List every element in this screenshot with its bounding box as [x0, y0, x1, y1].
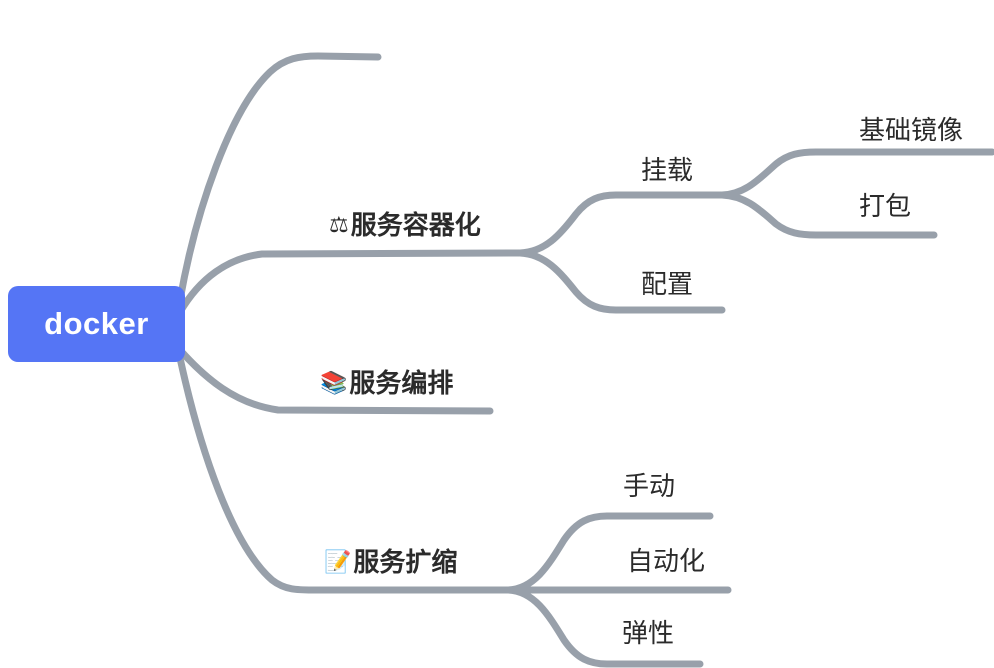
node-packaging-label: 打包 — [859, 191, 912, 221]
root-node[interactable]: docker — [8, 286, 185, 362]
node-packaging[interactable]: 打包 — [859, 193, 911, 219]
node-manual[interactable]: 手动 — [623, 473, 675, 499]
branch-containerize-to-mount — [516, 191, 726, 257]
root-node-label: docker — [44, 306, 149, 341]
node-containerize[interactable]: ⚖ 服务容器化 — [329, 212, 481, 238]
node-containerize-label: 服务容器化 — [350, 210, 481, 240]
node-orchestrate[interactable]: 📚 服务编排 — [320, 370, 453, 396]
branch-root-to-orchestrate — [176, 346, 494, 415]
node-manual-label: 手动 — [623, 471, 676, 501]
branch-root-to-scaling — [176, 354, 512, 594]
node-mount-label: 挂载 — [641, 155, 694, 185]
node-automation-label: 自动化 — [627, 546, 706, 576]
node-config-label: 配置 — [641, 269, 694, 299]
node-elasticity-label: 弹性 — [622, 618, 675, 648]
branch-containerize-to-config — [516, 249, 726, 314]
node-orchestrate-label: 服务编排 — [349, 368, 454, 398]
branch-root-to-containerize — [176, 249, 524, 316]
node-base-image-label: 基础镜像 — [859, 115, 964, 145]
node-mount[interactable]: 挂载 — [641, 157, 693, 183]
balance-scale-icon: ⚖ — [329, 212, 349, 237]
node-config[interactable]: 配置 — [641, 271, 693, 297]
branch-scaling-to-manual — [504, 512, 714, 594]
branch-mount-to-packaging — [718, 191, 938, 239]
node-automation[interactable]: 自动化 — [627, 548, 705, 574]
node-elasticity[interactable]: 弹性 — [622, 620, 674, 646]
memo-icon: 📝 — [324, 549, 352, 574]
books-icon: 📚 — [320, 370, 348, 395]
branch-mount-to-base-image — [718, 148, 994, 199]
node-scaling[interactable]: 📝 服务扩缩 — [324, 549, 457, 575]
branch-scaling-to-elasticity — [504, 586, 704, 668]
node-base-image[interactable]: 基础镜像 — [859, 117, 963, 143]
node-scaling-label: 服务扩缩 — [353, 547, 458, 577]
branch-root-to-blank — [176, 52, 382, 304]
